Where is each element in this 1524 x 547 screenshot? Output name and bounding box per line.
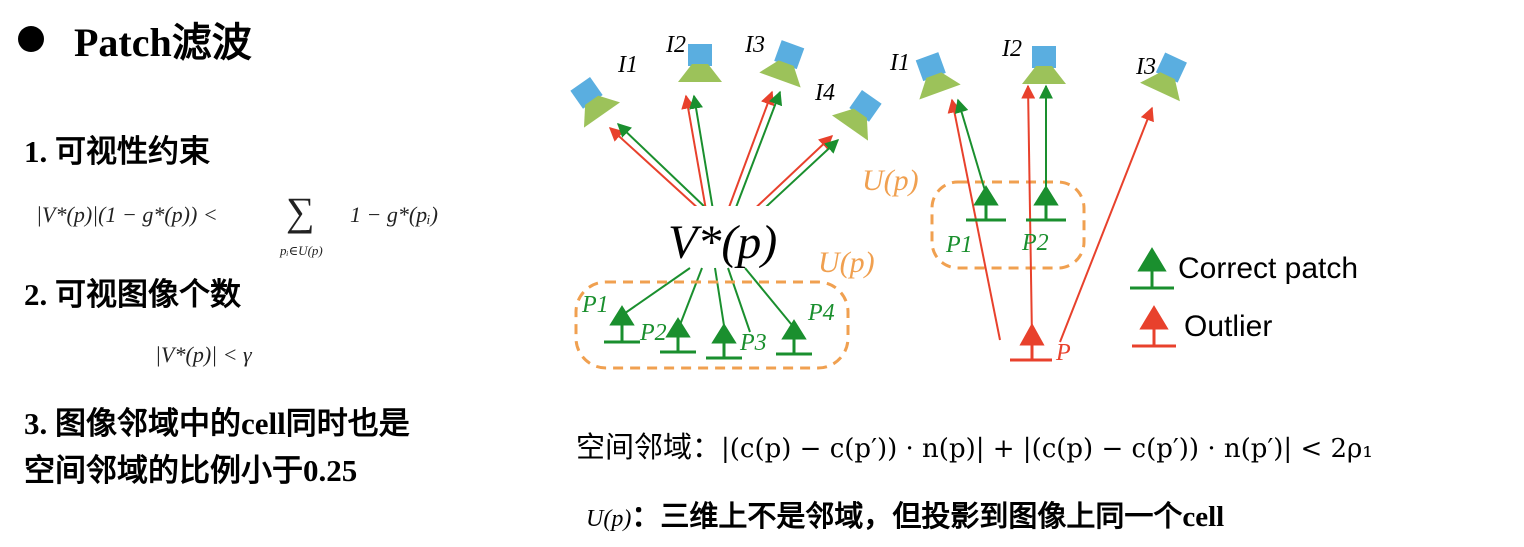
cam-label: I3 <box>744 32 765 58</box>
cam-label: I1 <box>617 52 638 78</box>
legend-correct: Correct patch <box>1178 252 1358 285</box>
camera-icon <box>915 52 961 100</box>
item-2: 2. 可视图像个数 <box>24 277 241 312</box>
spatial-neighborhood-line: 空间邻域：|(c(p) − c(p′)) · n(p)| + |(c(p) − … <box>576 424 1373 466</box>
spatial-neighborhood-formula: |(c(p) − c(p′)) · n(p)| + |(c(p) − c(p′)… <box>721 434 1373 464</box>
legend-correct-icon <box>1130 247 1174 290</box>
camera-icon <box>1140 52 1187 102</box>
u-definition-text: ：三维上不是邻域，但投影到图像上同一个cell <box>631 501 1225 533</box>
cam-label: I4 <box>814 80 835 106</box>
item-1: 1. 可视性约束 <box>24 134 210 169</box>
patch-label: P3 <box>739 330 767 356</box>
center-label: V*(p) <box>668 216 777 269</box>
camera-icon <box>759 40 805 88</box>
cam-label: I3 <box>1135 54 1156 80</box>
item-3-cont: 空间邻域的比例小于0.25 <box>24 453 358 488</box>
slide-title: Patch滤波 <box>18 10 252 68</box>
u-definition-line: U(p)：三维上不是邻域，但投影到图像上同一个cell <box>586 493 1224 535</box>
patch-label: P4 <box>807 300 835 326</box>
patch-label: P2 <box>639 320 667 346</box>
cam-label: I2 <box>665 32 686 58</box>
patch-filter-figure: I1 I2 I3 I4 V*(p) U(p) P1 P2 P3 P4 <box>570 32 1358 370</box>
item-3: 3. 图像邻域中的cell同时也是 <box>24 406 410 441</box>
outlier-label: P <box>1055 340 1071 366</box>
spatial-neighborhood-label: 空间邻域： <box>576 432 722 464</box>
legend-outlier: Outlier <box>1184 310 1272 343</box>
region-label: U(p) <box>818 246 875 279</box>
legend-outlier-icon <box>1132 305 1176 348</box>
camera-icon <box>1022 46 1066 84</box>
slide-title-text: Patch滤波 <box>74 20 252 65</box>
patch-label: P1 <box>945 232 973 258</box>
formula-visibility: |V*(p)|(1 − g*(p)) < <box>36 202 218 227</box>
patch-label: P1 <box>581 292 609 318</box>
patch-label: P2 <box>1021 230 1049 256</box>
neighborhood-region <box>930 180 1086 270</box>
sum-subscript: pᵢ∈U(p) <box>280 243 323 258</box>
sum-symbol: ∑ <box>286 189 315 234</box>
region-label: U(p) <box>862 164 919 197</box>
camera-icon <box>678 44 722 82</box>
cam-label: I1 <box>889 50 910 76</box>
cam-label: I2 <box>1001 36 1022 62</box>
formula-count: |V*(p)| < γ <box>155 342 252 367</box>
formula-visibility-tail: 1 − g*(pᵢ) <box>350 202 438 227</box>
u-symbol: U(p) <box>586 506 632 532</box>
camera-icon <box>831 89 882 141</box>
camera-icon <box>570 76 621 128</box>
neighborhood-region <box>574 280 850 370</box>
bullet-icon <box>18 26 44 52</box>
